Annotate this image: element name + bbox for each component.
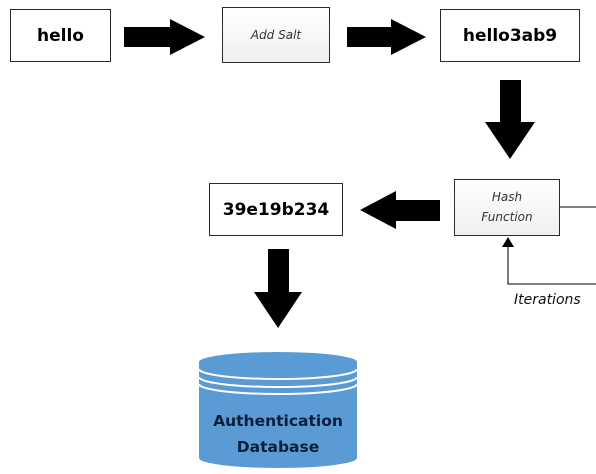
arrow-right-2: [347, 19, 426, 55]
database-label-line1: Authentication: [213, 412, 343, 430]
hash-output-text: 39e19b234: [222, 199, 330, 220]
database-cylinder: [198, 352, 358, 468]
arrow-left-1: [360, 191, 440, 229]
database-label: Authentication Database: [200, 408, 356, 460]
arrow-down-1: [485, 80, 535, 159]
hash-output-box: 39e19b234: [209, 183, 343, 236]
arrow-down-2: [254, 249, 302, 328]
hash-function-text: Hash Function: [481, 190, 533, 224]
input-text: hello: [37, 25, 84, 46]
add-salt-box: Add Salt: [222, 7, 330, 63]
add-salt-text: Add Salt: [250, 28, 302, 42]
hash-function-box: Hash Function: [454, 179, 560, 236]
input-box: hello: [10, 9, 111, 62]
iterations-loop-line-bottom: [507, 246, 596, 285]
iterations-label: Iterations: [514, 292, 581, 308]
iterations-arrowhead: [502, 237, 514, 247]
database-label-line2: Database: [236, 438, 320, 456]
salted-value-text: hello3ab9: [462, 25, 558, 46]
arrow-right-1: [124, 19, 205, 55]
salted-value-box: hello3ab9: [440, 9, 580, 62]
